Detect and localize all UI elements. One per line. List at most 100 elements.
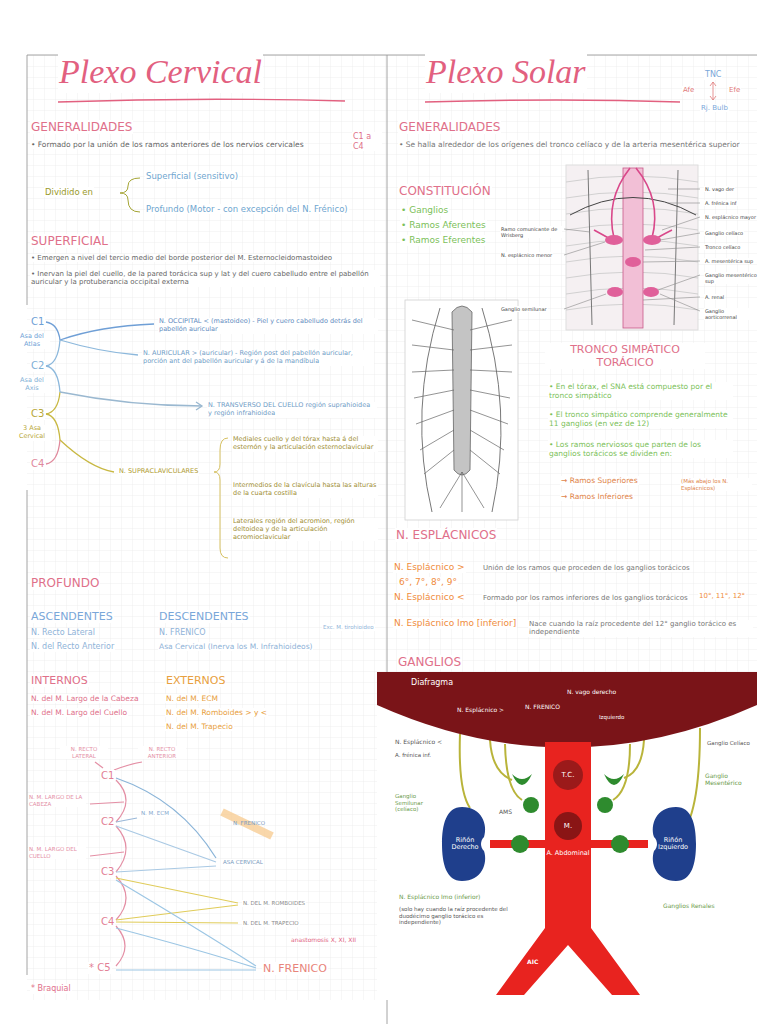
ganglion-figure bbox=[643, 287, 659, 297]
abdominal-diagram bbox=[460, 728, 700, 995]
ganglion-figure bbox=[625, 257, 641, 267]
note-text: Dividido en bbox=[44, 187, 94, 197]
diagram-label: A. frénica inf. bbox=[394, 752, 432, 759]
note-text: N. DEL M. ROMBOIDES bbox=[242, 900, 306, 907]
celiac-plexus-figure bbox=[564, 165, 700, 330]
figure-label: N. esplácnico menor bbox=[500, 252, 553, 258]
section-heading: GANGLIOS bbox=[397, 655, 462, 669]
figure-label: A. renal bbox=[704, 294, 725, 300]
note-text: C1 a C4 bbox=[352, 132, 382, 151]
note-text: (Más abajo los N. Esplácnicos) bbox=[680, 478, 752, 491]
note-text: → Ramos Superiores bbox=[560, 476, 639, 485]
note-text: • Se halla alrededor de los orígenes del… bbox=[398, 140, 741, 149]
note-text: N. FRENICO bbox=[262, 962, 328, 975]
sympathetic-trunk-figure bbox=[405, 300, 518, 520]
note-text: N. Recto Lateral bbox=[30, 628, 96, 638]
deep-plexus-figure bbox=[116, 905, 238, 920]
tnc-arrows bbox=[710, 96, 716, 100]
node-text: T.C. bbox=[562, 771, 575, 779]
leader-line bbox=[564, 294, 606, 309]
root-label: C1 bbox=[30, 316, 45, 328]
diagram-label: AMS bbox=[498, 808, 513, 815]
artery-origin-circle: M. bbox=[554, 812, 582, 840]
kidney-shape: Riñón Izquierdo bbox=[648, 805, 698, 883]
note-text: • En el tórax, el SNA está compuesto por… bbox=[548, 382, 733, 400]
splanchnic-nerves bbox=[460, 734, 470, 808]
root-label: C4 bbox=[30, 458, 45, 470]
note-text: N. Esplácnico Imo [inferior] bbox=[393, 618, 517, 629]
node-text: Riñón Derecho bbox=[444, 837, 486, 852]
note-text: • Emergen a nivel del tercio medio del b… bbox=[30, 254, 333, 262]
figure-label: Ganglio semilunar bbox=[500, 306, 548, 312]
deep-plexus-figure bbox=[116, 880, 256, 966]
ganglion-symbol bbox=[512, 774, 532, 785]
note-text: Nace cuando la raíz procedente del 12° g… bbox=[528, 620, 753, 637]
diaphragm-outline bbox=[570, 198, 696, 216]
frame-line bbox=[27, 55, 28, 305]
sympathetic-trunk-figure bbox=[470, 320, 512, 474]
note-text: N. RECTO LATERAL bbox=[60, 746, 108, 759]
superficial-branches bbox=[60, 324, 154, 340]
diagram-label: N. FRENICO bbox=[524, 703, 561, 710]
figure-label: N. esplácnico mayor bbox=[704, 214, 757, 220]
superficial-branches bbox=[60, 340, 138, 355]
deep-plexus-figure bbox=[116, 778, 216, 858]
section-heading: GENERALIDADES bbox=[30, 120, 133, 134]
aorta-figure bbox=[623, 168, 643, 328]
superficial-branches bbox=[60, 392, 202, 406]
ganglion-symbol bbox=[604, 774, 624, 785]
note-text: • El tronco simpático comprende generalm… bbox=[548, 410, 733, 428]
note-text: Afe bbox=[682, 86, 695, 94]
note-text: • Ramos Eferentes bbox=[400, 235, 486, 246]
tnc-arrows bbox=[713, 82, 714, 100]
superficial-branches bbox=[196, 402, 202, 410]
diagram-label: N. vago derecho bbox=[566, 688, 617, 695]
artery-origin-circle: T.C. bbox=[553, 760, 583, 790]
note-text: 3 Asa Cervical bbox=[12, 425, 52, 441]
section-heading: ASCENDENTES bbox=[30, 610, 114, 623]
note-text: N. del Recto Anterior bbox=[30, 642, 115, 652]
note-text: N. del M. ECM bbox=[165, 694, 219, 703]
note-text: N. M. LARGO DEL CUELLO bbox=[28, 846, 86, 859]
leader-line bbox=[662, 217, 700, 230]
note-text: Mediales cuello y del tórax hasta á del … bbox=[232, 436, 378, 452]
deep-plexus-figure bbox=[90, 852, 124, 856]
root-label: C1 bbox=[100, 770, 115, 782]
highlight-mark bbox=[222, 812, 272, 836]
leader-line bbox=[643, 261, 700, 262]
ganglion-symbol bbox=[523, 797, 539, 813]
superficial-branches bbox=[46, 440, 60, 464]
root-label: C3 bbox=[100, 866, 115, 878]
sympathetic-trunk-figure bbox=[440, 472, 484, 512]
deep-plexus-figure bbox=[95, 762, 103, 768]
leader-line bbox=[645, 247, 700, 250]
diagram-label: AIC bbox=[526, 958, 539, 965]
diagram-label: Izquierdo bbox=[598, 714, 625, 721]
title-underline bbox=[425, 100, 680, 102]
division-brace bbox=[120, 178, 140, 212]
leader-line bbox=[564, 189, 700, 311]
note-text: N. M. LARGO DE LA CABEZA bbox=[28, 794, 86, 807]
sympathetic-trunk-figure bbox=[412, 320, 454, 474]
note-text: N. del M. Romboides > y < bbox=[165, 708, 268, 717]
superficial-branches bbox=[214, 438, 228, 558]
note-text: Laterales región del acromion, región de… bbox=[232, 518, 378, 541]
diagram-label: (solo hay cuando la raíz procedente del … bbox=[398, 906, 516, 926]
node-text: M. bbox=[564, 822, 572, 830]
deep-plexus-figure bbox=[114, 762, 142, 770]
grid-paper bbox=[27, 55, 757, 1000]
leader-line bbox=[668, 203, 700, 204]
ganglion-figure bbox=[605, 235, 623, 245]
diagram-label: N. Esplácnico < bbox=[394, 738, 443, 745]
note-text: N. del M. Largo de la Cabeza bbox=[30, 694, 139, 703]
note-text: N. FRENICO bbox=[232, 820, 266, 827]
note-text: N. AURICULAR > (auricular) - Región post… bbox=[142, 350, 374, 366]
note-text: Asa del Atlas bbox=[14, 333, 50, 349]
note-text: N. Esplácnico < bbox=[393, 592, 466, 603]
note-text: Asa del Axis bbox=[14, 377, 50, 393]
ganglion-figure bbox=[605, 235, 661, 297]
note-text: Intermedios de la clavícula hasta las al… bbox=[232, 482, 378, 498]
page-title: Plexo Cervical bbox=[58, 52, 263, 93]
note-text: 10°, 11°, 12° bbox=[698, 592, 746, 600]
